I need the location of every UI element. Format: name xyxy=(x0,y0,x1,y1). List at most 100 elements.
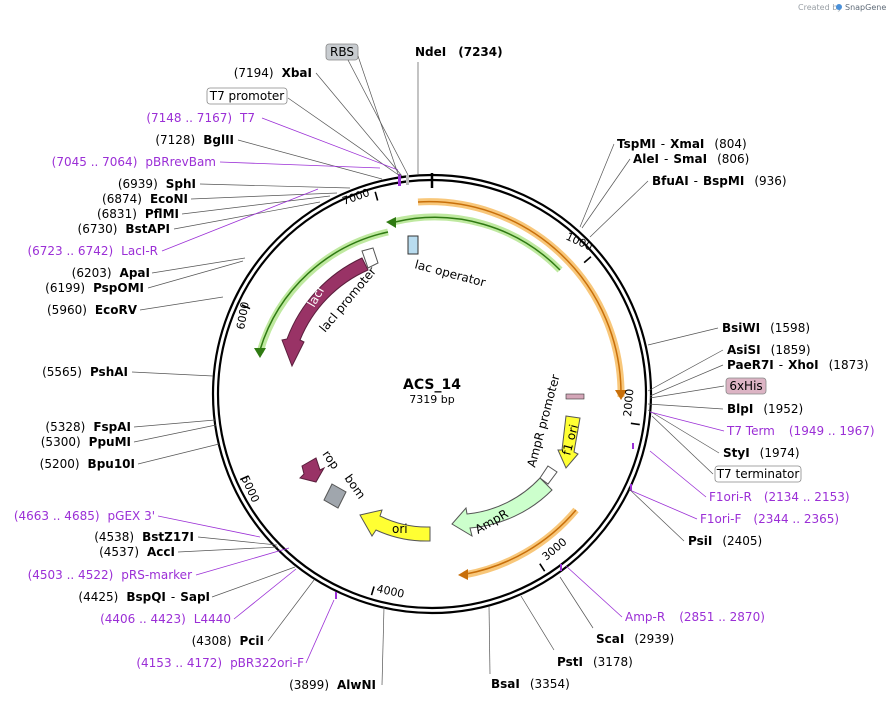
enzyme-econi[interactable]: (6874)EcoNI xyxy=(102,192,188,206)
tick-label-2000: 2000 xyxy=(621,388,636,417)
enzyme-psii[interactable]: PsiI(2405) xyxy=(688,534,762,548)
tick-mark-5000 xyxy=(239,475,249,481)
enzyme-styi[interactable]: StyI(1974) xyxy=(723,446,800,460)
enzyme-bfuai-bspmi[interactable]: BfuAI-BspMI(936) xyxy=(652,174,787,188)
f1-ori-feature[interactable] xyxy=(557,415,581,469)
t7-promoter-box xyxy=(206,87,288,105)
primer-prs-marker[interactable]: (4503 .. 4522)pRS-marker xyxy=(28,568,192,582)
pbr322ori-f-mark xyxy=(335,592,337,599)
ampr-promoter-feature[interactable] xyxy=(539,465,558,485)
credit-brand: SnapGene xyxy=(845,3,886,12)
t7-primer-mark xyxy=(398,174,401,186)
plasmid-name: ACS_14 xyxy=(403,377,461,393)
enzyme-bspqi-sapi[interactable]: (4425)BspQI-SapI xyxy=(78,590,210,604)
enzyme-alei-smai[interactable]: AleI-SmaI(806) xyxy=(633,152,749,166)
enzyme-sphi[interactable]: (6939)SphI xyxy=(118,177,196,191)
primer-t7-term[interactable]: T7 Term(1949 .. 1967) xyxy=(726,424,875,438)
enzyme-bstz17i[interactable]: (4538)BstZ17I xyxy=(94,530,194,544)
plasmid-length: 7319 bp xyxy=(409,393,454,406)
tick-mark-1000 xyxy=(583,256,592,264)
tick-label-4000: 4000 xyxy=(375,582,405,601)
f1ori-f-mark xyxy=(630,484,632,491)
enzyme-labels-left: NdeI(7234) (7194)XbaI (7128)BglII (6939)… xyxy=(40,45,503,692)
tick-mark-7000 xyxy=(374,191,379,201)
rop-feature[interactable] xyxy=(299,457,326,483)
green-arc-1 xyxy=(394,216,561,271)
enzyme-tspmi-xmai[interactable]: TspMI-XmaI(804) xyxy=(617,137,747,151)
enzyme-psti[interactable]: PstI(3178) xyxy=(557,655,633,669)
f1-ori-label: f1 ori xyxy=(559,423,581,457)
f1ori-r-mark xyxy=(632,443,634,449)
tick-mark-2000 xyxy=(630,422,640,426)
enzyme-pcii[interactable]: (4308)PciI xyxy=(192,634,264,648)
green-arc-2 xyxy=(259,231,389,351)
enzyme-bsai[interactable]: BsaI(3354) xyxy=(491,677,570,691)
tick-label-5000: 5000 xyxy=(238,474,262,505)
boxed-labels: RBS T7 promoter 6xHis T7 terminator xyxy=(206,43,802,483)
tick-marks xyxy=(239,191,640,596)
bom-feature[interactable] xyxy=(323,483,347,509)
enzyme-apai[interactable]: (6203)ApaI xyxy=(72,266,150,280)
sixhis-feature[interactable] xyxy=(565,393,585,400)
enzyme-ndei[interactable]: NdeI(7234) xyxy=(415,45,503,59)
green-arc-1-arrowhead xyxy=(386,217,396,228)
enzyme-pshai[interactable]: (5565)PshAI xyxy=(42,365,128,379)
enzyme-pspomi[interactable]: (6199)PspOMI xyxy=(45,281,144,295)
enzyme-bsiwi[interactable]: BsiWI(1598) xyxy=(722,321,810,335)
t7-terminator-label[interactable]: T7 terminator xyxy=(716,467,800,481)
lac-operator-label: lac operator xyxy=(413,257,487,289)
enzyme-fspai[interactable]: (5328)FspAI xyxy=(45,420,131,434)
snapgene-logo-icon xyxy=(836,4,842,10)
enzyme-bpu10i[interactable]: (5200)Bpu10I xyxy=(40,457,135,471)
t7-promoter-label[interactable]: T7 promoter xyxy=(209,89,285,103)
enzyme-pflmi[interactable]: (6831)PflMI xyxy=(97,207,179,221)
primer-pgex3[interactable]: (4663 .. 4685)pGEX 3' xyxy=(14,509,155,523)
ampr-orf-arrowhead xyxy=(458,569,468,580)
enzyme-asisi[interactable]: AsiSI(1859) xyxy=(727,343,811,357)
enzyme-blpi[interactable]: BlpI(1952) xyxy=(727,402,803,416)
ori-label: ori xyxy=(392,522,408,536)
bom-label: bom xyxy=(342,472,369,502)
rbs-label[interactable]: RBS xyxy=(330,45,354,59)
sixhis-box xyxy=(725,377,767,395)
ori-feature[interactable] xyxy=(359,509,431,542)
primer-l4440[interactable]: (4406 .. 4423)L4440 xyxy=(100,612,231,626)
tick-mark-3000 xyxy=(539,563,546,572)
ampr-orf-arc xyxy=(465,509,577,575)
enzyme-ecorv[interactable]: (5960)EcoRV xyxy=(47,303,138,317)
lac-operator-feature[interactable] xyxy=(407,235,419,255)
tick-label-7000: 7000 xyxy=(341,186,372,208)
tick-mark-6000 xyxy=(241,304,251,310)
enzyme-labels-right: BsaI(3354) PstI(3178) ScaI(2939) PsiI(24… xyxy=(491,137,869,691)
primer-pbrrevbam[interactable]: (7045 .. 7064)pBRrevBam xyxy=(52,155,216,169)
ampr-feature[interactable] xyxy=(451,477,553,538)
primer-amp-r[interactable]: Amp-R(2851 .. 2870) xyxy=(625,610,765,624)
enzyme-scai[interactable]: ScaI(2939) xyxy=(596,632,674,646)
primer-labels: (7148 .. 7167)T7 (7045 .. 7064)pBRrevBam… xyxy=(14,111,875,670)
orf-arc-glow xyxy=(417,198,625,398)
primer-laci-r[interactable]: (6723 .. 6742)LacI-R xyxy=(27,244,158,258)
enzyme-xbai[interactable]: (7194)XbaI xyxy=(234,66,312,80)
rbs-mark xyxy=(406,175,409,185)
green-arc-2-arrowhead xyxy=(254,348,266,358)
enzyme-acci[interactable]: (4537)AccI xyxy=(99,545,175,559)
tick-label-6000: 6000 xyxy=(234,301,252,331)
primer-f1ori-r[interactable]: F1ori-R(2134 .. 2153) xyxy=(709,490,850,504)
laci-promoter-feature[interactable] xyxy=(361,247,379,269)
enzyme-alwni[interactable]: (3899)AlwNI xyxy=(289,678,376,692)
amp-r-mark xyxy=(560,564,562,571)
primer-pbr322ori-f[interactable]: (4153 .. 4172)pBR322ori-F xyxy=(136,656,304,670)
primer-t7[interactable]: (7148 .. 7167)T7 xyxy=(146,111,255,125)
enzyme-bglii[interactable]: (7128)BglII xyxy=(155,133,234,147)
t7-terminator-box xyxy=(714,465,802,483)
enzyme-ppumi[interactable]: (5300)PpuMI xyxy=(41,435,131,449)
sixhis-label[interactable]: 6xHis xyxy=(729,379,762,393)
orf-arc-arrowhead xyxy=(615,390,627,400)
leader-lines xyxy=(131,55,725,686)
enzyme-bstapi[interactable]: (6730)BstAPI xyxy=(78,222,170,236)
enzyme-paer7i-xhoi[interactable]: PaeR7I-XhoI(1873) xyxy=(727,358,869,372)
laci-feature[interactable] xyxy=(281,257,369,368)
primer-f1ori-f[interactable]: F1ori-F(2344 .. 2365) xyxy=(700,512,839,526)
rbs-box xyxy=(325,43,359,61)
